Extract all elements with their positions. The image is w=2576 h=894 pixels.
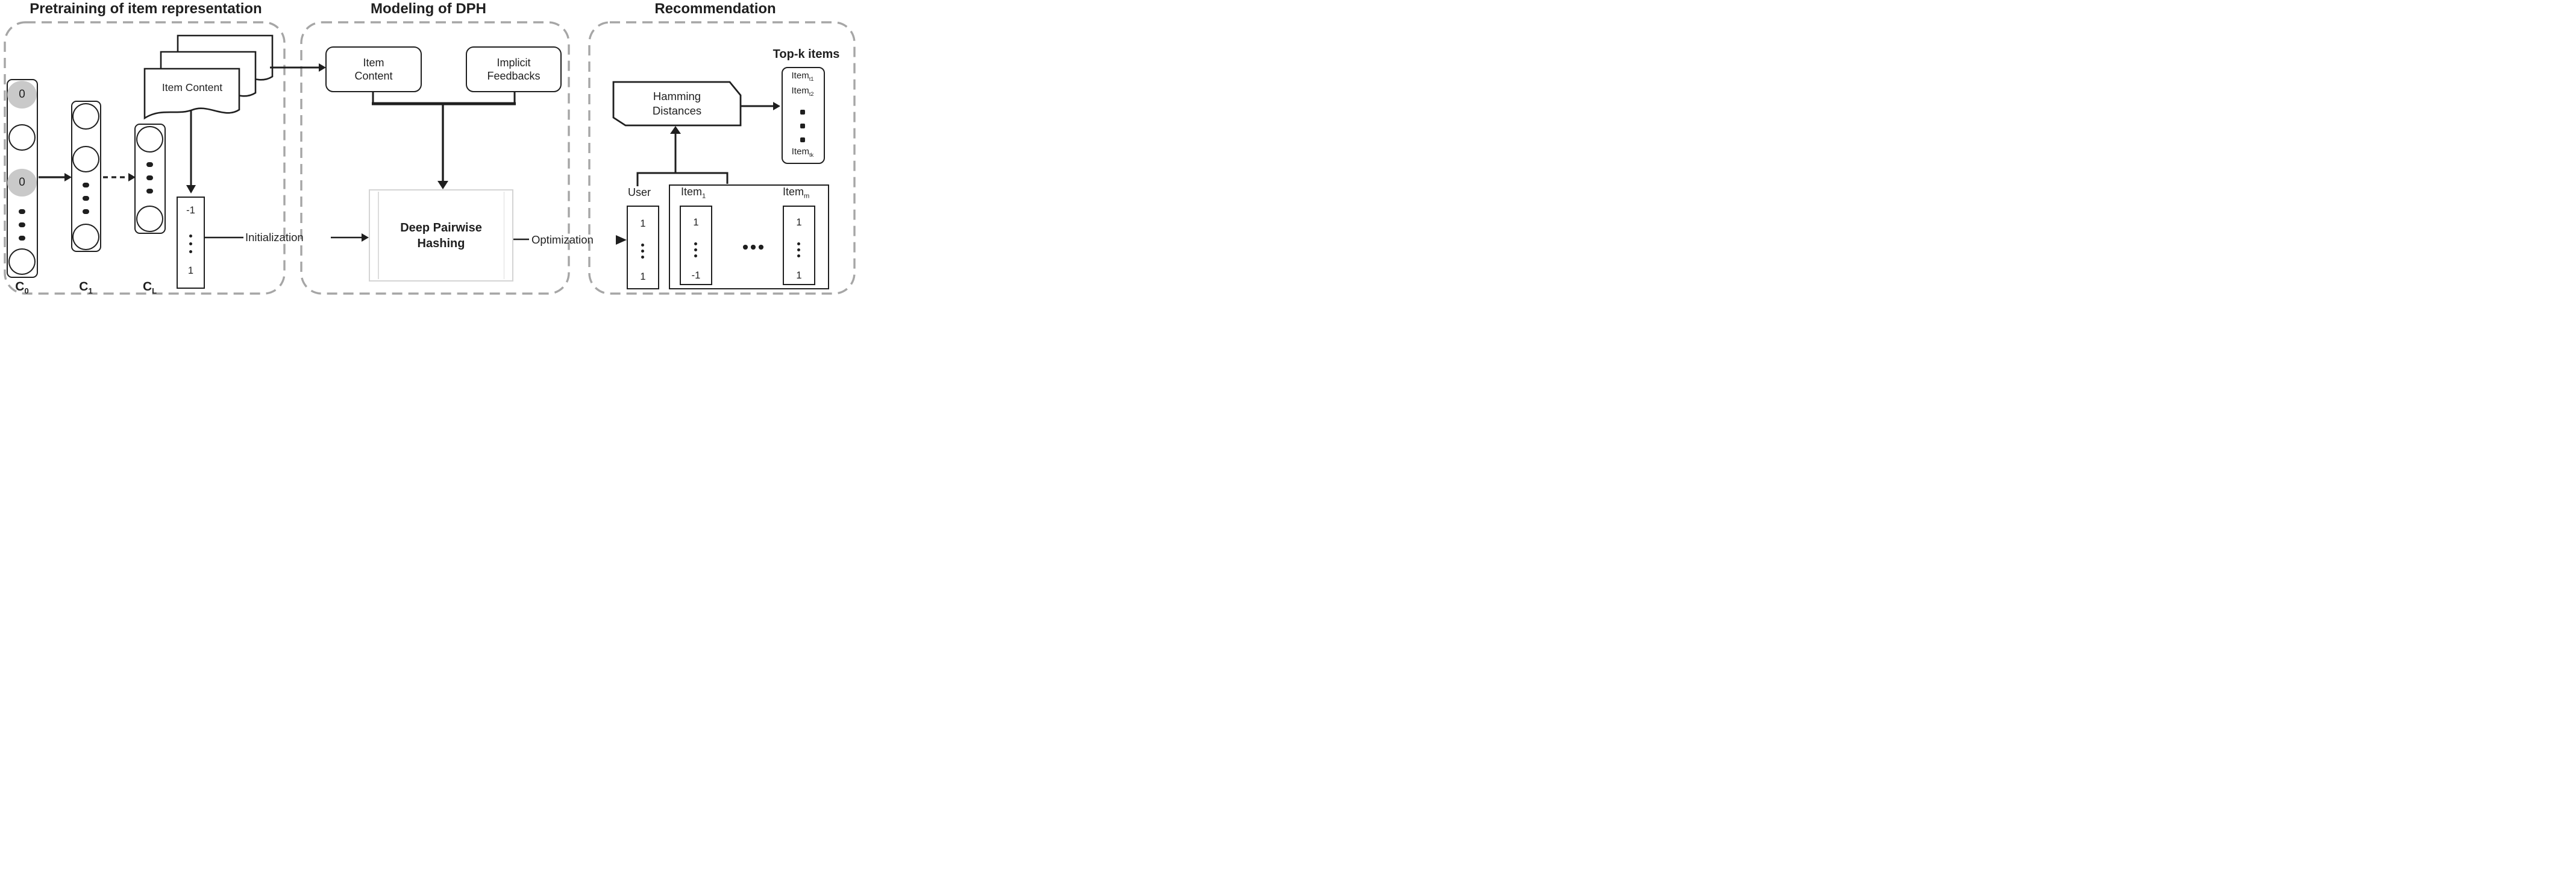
- horizontal-ellipsis-icon: [743, 245, 748, 250]
- vertical-ellipsis-icon: [83, 196, 89, 201]
- arrow-c0-c1: [39, 173, 72, 181]
- topk-title: Top-k items: [772, 48, 840, 61]
- node-icon: [136, 126, 163, 153]
- figure-canvas: Pretraining of item representation Model…: [0, 0, 859, 298]
- optimization-label: Optimization: [531, 233, 594, 246]
- node-icon: [8, 124, 36, 151]
- vertical-ellipsis-icon: [19, 236, 25, 241]
- topk-item-2: Itemt2: [791, 86, 814, 97]
- vertical-ellipsis-icon: [800, 110, 805, 115]
- user-column-label: User: [628, 186, 651, 198]
- dph-right-rail: [503, 192, 504, 279]
- node-icon: [136, 206, 163, 232]
- item-first-label: Item1: [681, 186, 706, 200]
- node-icon: [72, 103, 99, 130]
- item-first-top-value: 1: [693, 217, 699, 228]
- masked-node-top: 0: [7, 81, 37, 109]
- deep-pairwise-hashing-box: Deep Pairwise Hashing: [369, 189, 513, 282]
- modeling-title: Modeling of DPH: [371, 1, 486, 17]
- vertical-ellipsis-icon: [641, 244, 644, 247]
- connector-inputs-join: [372, 92, 516, 189]
- arrow-documents-to-item-content: [270, 63, 326, 72]
- vertical-ellipsis-icon: [694, 248, 697, 251]
- vertical-ellipsis-icon: [146, 175, 153, 180]
- code-vector-bottom-value: 1: [187, 265, 194, 276]
- code-vector-top-value: -1: [186, 205, 195, 216]
- pretraining-panel-border: [4, 21, 286, 295]
- vertical-ellipsis-icon: [83, 183, 89, 187]
- arrow-initialization: [205, 233, 369, 242]
- layer-cl-label: CL: [142, 280, 157, 296]
- layer-c1-label: C1: [79, 280, 93, 296]
- arrow-optimization: [513, 235, 627, 245]
- item-first-column-box: [680, 206, 712, 285]
- vertical-ellipsis-icon: [189, 242, 192, 245]
- hamming-distances-shape: [612, 81, 742, 127]
- masked-node-value: 0: [19, 176, 25, 189]
- vertical-ellipsis-icon: [189, 235, 192, 238]
- pretraining-title: Pretraining of item representation: [30, 1, 262, 17]
- vertical-ellipsis-icon: [797, 254, 800, 257]
- arrow-hamming-to-topk: [741, 102, 780, 110]
- node-icon: [72, 224, 99, 250]
- vertical-ellipsis-icon: [189, 250, 192, 253]
- document-stack: [143, 34, 274, 120]
- vertical-ellipsis-icon: [641, 250, 644, 253]
- vertical-ellipsis-icon: [797, 248, 800, 251]
- user-column-box: [627, 206, 659, 289]
- masked-node-value: 0: [19, 88, 25, 101]
- masked-node-middle: 0: [7, 169, 37, 197]
- horizontal-ellipsis-icon: [751, 245, 756, 250]
- topk-item-1: Itemt1: [791, 71, 814, 82]
- implicit-feedbacks-box: Implicit Feedbacks: [466, 46, 562, 92]
- hamming-distances-label: Hamming Distances: [652, 90, 702, 117]
- arrow-c1-cl-dashed: [103, 173, 136, 181]
- initialization-label: Initialization: [245, 231, 304, 244]
- dph-left-rail: [378, 192, 379, 279]
- document-label: Item Content: [161, 81, 223, 93]
- vertical-ellipsis-icon: [83, 209, 89, 214]
- vertical-ellipsis-icon: [146, 189, 153, 194]
- topk-box: Itemt1 Itemt2 Itemtk: [782, 67, 825, 164]
- item-content-box: Item Content: [325, 46, 422, 92]
- item-last-column-box: [783, 206, 815, 285]
- item-last-label: Itemm: [783, 186, 810, 200]
- connector-matrix-to-hamming: [636, 126, 729, 186]
- node-icon: [8, 248, 36, 275]
- vertical-ellipsis-icon: [797, 242, 800, 245]
- layer-c0-label: C0: [15, 280, 29, 296]
- vertical-ellipsis-icon: [641, 256, 644, 259]
- vertical-ellipsis-icon: [694, 242, 697, 245]
- node-icon: [72, 146, 99, 172]
- arrow-document-to-code-vector: [186, 110, 196, 194]
- vertical-ellipsis-icon: [146, 162, 153, 167]
- diagram-layer: [4, 21, 856, 295]
- document-page-front: [143, 68, 240, 120]
- vertical-ellipsis-icon: [19, 209, 25, 214]
- vertical-ellipsis-icon: [800, 137, 805, 142]
- horizontal-ellipsis-icon: [759, 245, 763, 250]
- user-bottom-value: 1: [640, 271, 646, 282]
- recommendation-title: Recommendation: [654, 1, 776, 17]
- item-last-bottom-value: 1: [796, 270, 802, 281]
- user-top-value: 1: [640, 218, 646, 229]
- vertical-ellipsis-icon: [694, 254, 697, 257]
- topk-item-k: Itemtk: [791, 146, 814, 158]
- item-first-bottom-value: -1: [691, 270, 701, 281]
- vertical-ellipsis-icon: [19, 222, 25, 227]
- item-last-top-value: 1: [796, 217, 802, 228]
- vertical-ellipsis-icon: [800, 124, 805, 128]
